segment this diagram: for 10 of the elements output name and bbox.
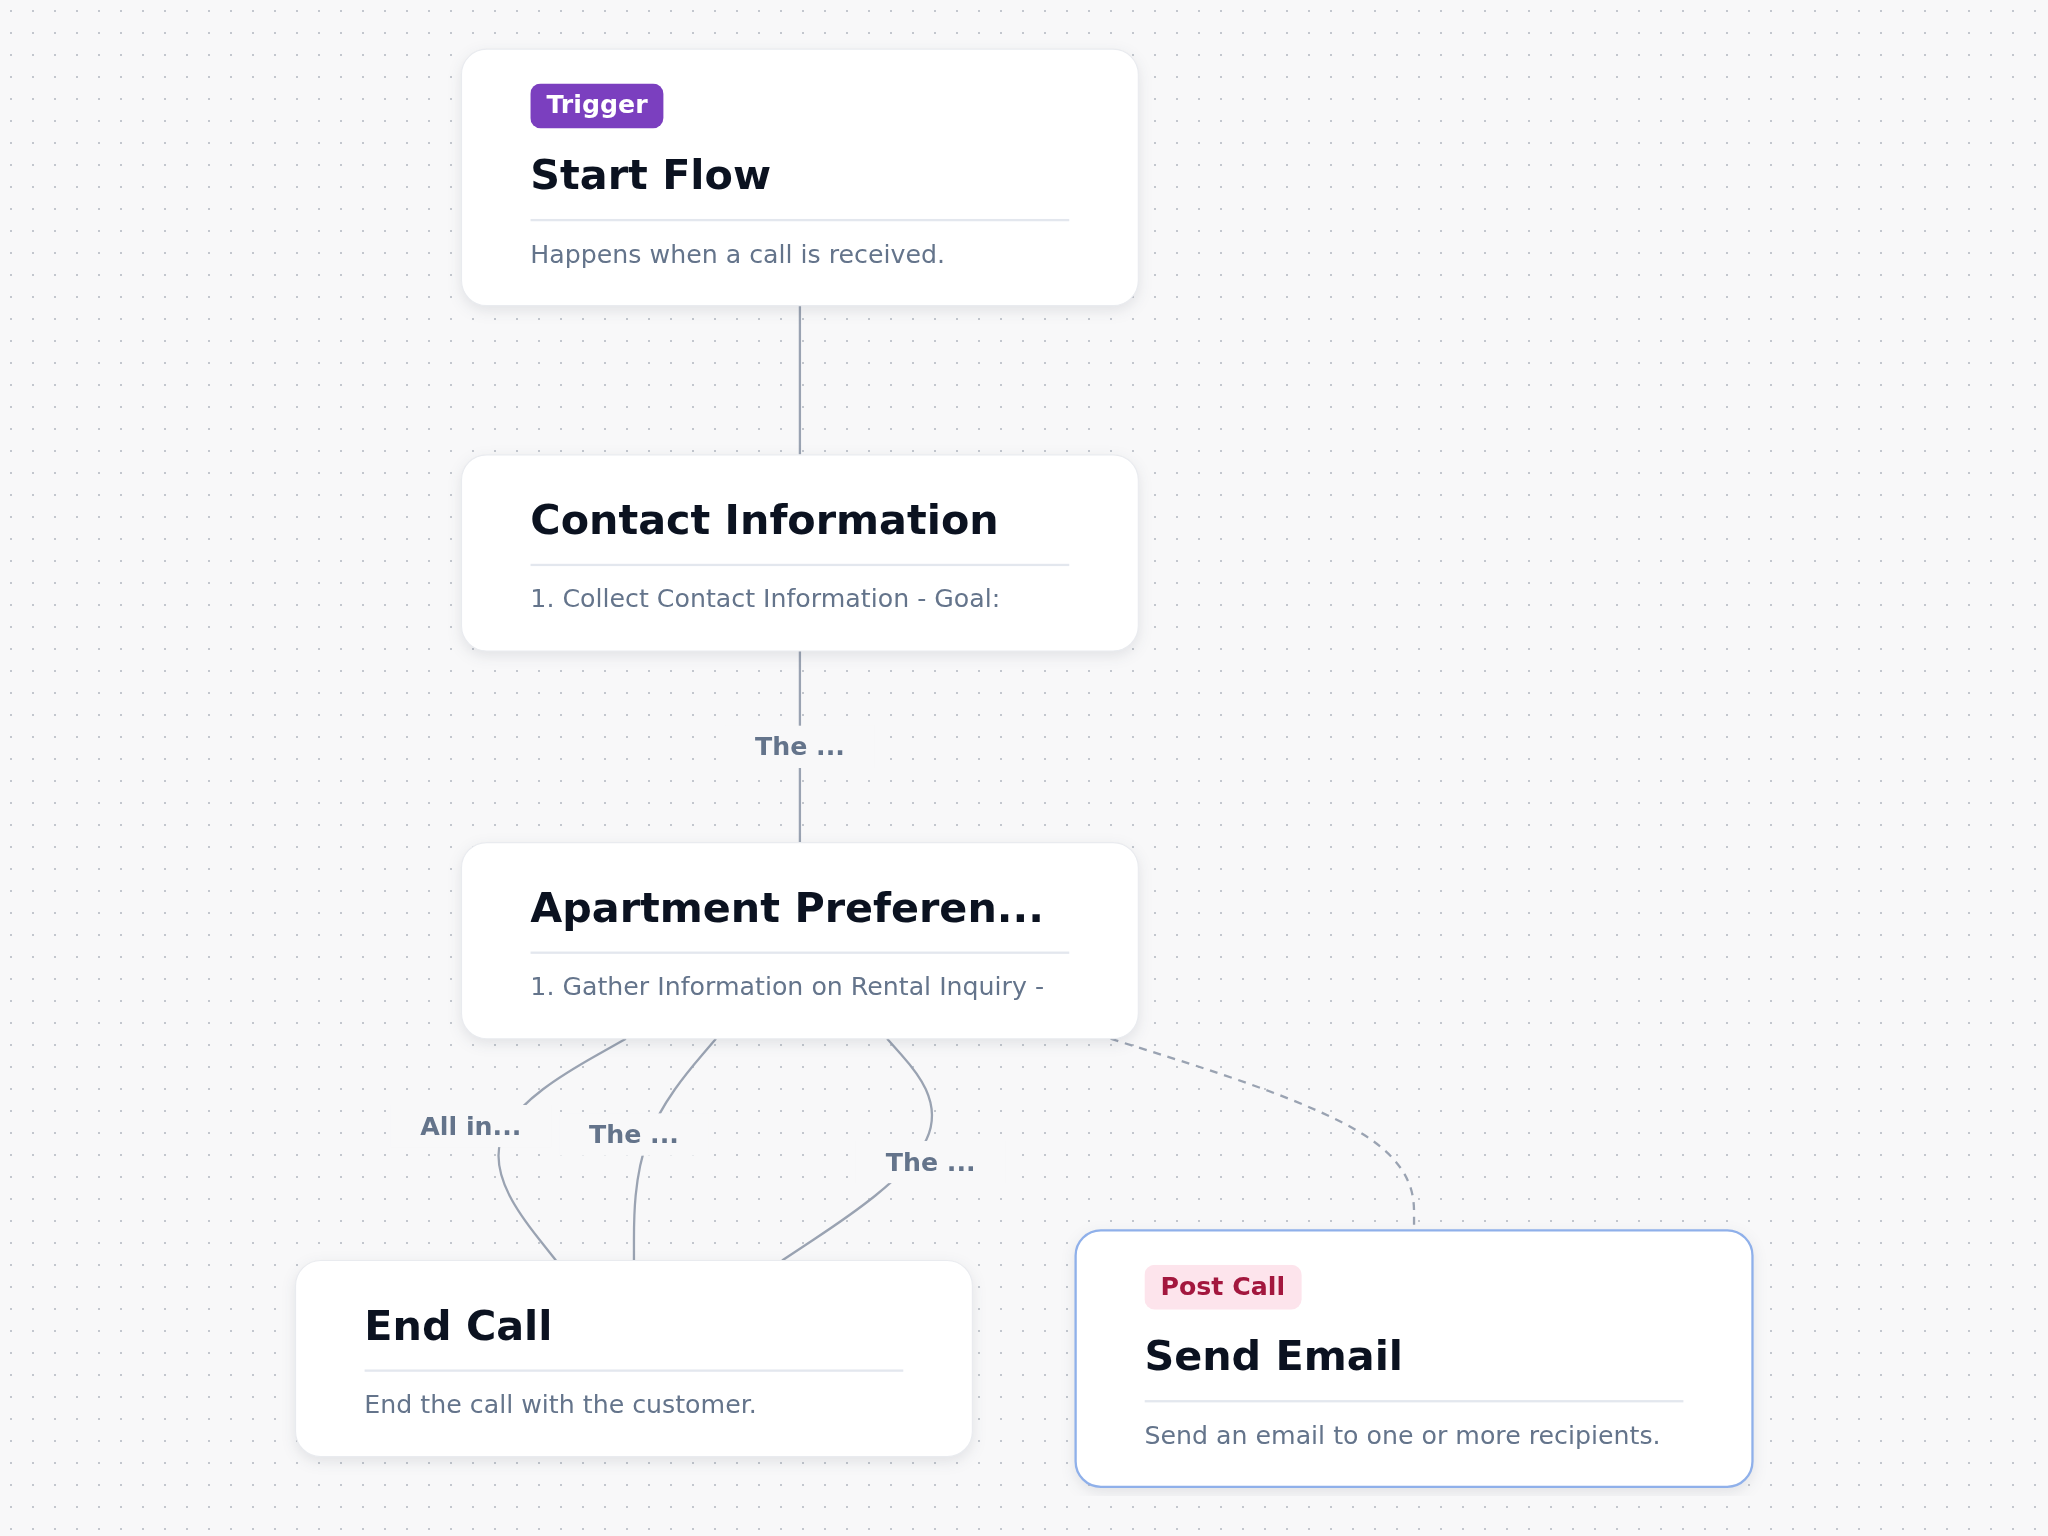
edge-label: The ...	[885, 1147, 976, 1177]
node-box: Trigger Start Flow Happens when a call is received.	[460, 48, 1139, 307]
node-box: Post Call Send Email Send an email to one or more recipients.	[1074, 1229, 1754, 1488]
connector	[798, 305, 802, 455]
node-box: Contact Information 1. Collect Contact Information - Goal:	[460, 454, 1139, 652]
node-box: Apartment Preferen... 1. Gather Information on Rental Inquiry -	[460, 842, 1139, 1040]
edge-label: The ...	[754, 732, 845, 762]
edge-label: All in...	[420, 1111, 522, 1141]
edge-label: The ...	[589, 1120, 679, 1149]
node-box: End Call End the call with the customer.	[294, 1259, 973, 1458]
